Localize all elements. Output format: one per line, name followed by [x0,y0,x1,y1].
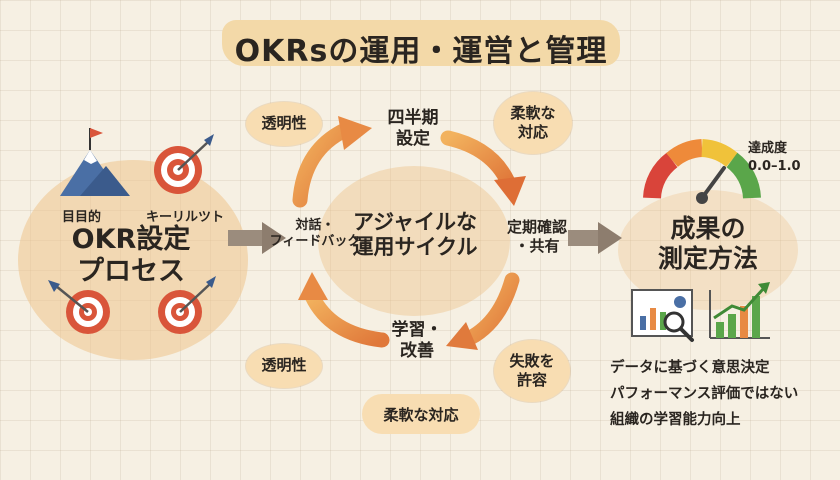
growth-chart-icon [709,282,770,339]
left-glow [18,160,248,360]
bubble-transparency-bottom: 透明性 [246,344,322,388]
page-title: OKRsの運用・運営と管理 [234,34,608,69]
cycle-arrow-top-left [292,116,372,208]
pill-flexible-bottom: 柔軟な対応 [362,394,480,434]
pill-flexible-bottom-text: 柔軟な対応 [383,405,459,424]
key-results-label: キーリルツト [146,210,225,225]
bubble-flexible-top-text: 柔軟な 対応 [510,103,556,142]
chart-magnifier-icon [631,289,694,342]
title-band [222,20,620,66]
cycle-arrow-bottom-left [298,272,390,348]
center-glow [318,166,510,316]
measurement-title: 成果の 測定方法 [657,214,758,273]
flow-arrow-left [228,222,286,254]
bubble-transparency-bottom-text: 透明性 [261,356,307,375]
node-regular-review: 定期確認 ・共有 [506,218,567,255]
node-dialogue-feedback: 対話・ フィードバック [269,218,361,250]
target-icon [48,280,110,334]
target-icon [158,276,216,334]
flow-arrow-right [568,222,622,254]
bullet-data-driven: データに基づく意思決定 [610,360,770,376]
bubble-allow-failure-text: 失敗を 許容 [509,351,555,390]
bubble-transparency-top-text: 透明性 [261,114,307,133]
bullet-org-learning: 組織の学習能力向上 [610,412,741,428]
okr-process-title: OKR設定 プロセス [71,224,191,288]
node-learning-improvement: 学習・ 改善 [391,320,443,362]
achievement-label: 達成度 0.0–1.0 [748,141,801,174]
agile-cycle-label: アジャイルな 運用サイクル [352,210,478,260]
gauge-icon [643,139,761,204]
objective-label: 目目的 [62,210,102,225]
bubble-transparency-top: 透明性 [246,102,322,146]
mountain-flag-icon [60,128,130,196]
bullet-not-performance-review: パフォーマンス評価ではない [610,386,799,402]
node-quarterly-setting: 四半期 設定 [387,108,439,150]
cycle-arrow-top-right [440,130,526,206]
bubble-flexible-top: 柔軟な 対応 [494,92,572,154]
cycle-arrow-bottom-right [446,272,520,350]
target-icon [154,134,214,194]
bubble-allow-failure: 失敗を 許容 [494,340,570,402]
